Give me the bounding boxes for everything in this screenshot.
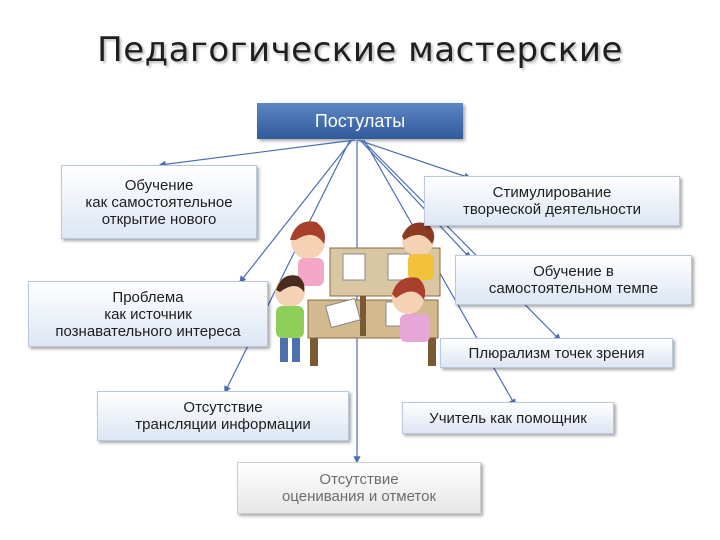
postulate-teacher-helper: Учитель как помощник: [402, 402, 614, 434]
postulate-self-discovery: Обучение как самостоятельное открытие но…: [61, 165, 257, 239]
connector-n6: [224, 139, 351, 394]
postulate-no-information-transmission: Отсутствие трансляции информации: [97, 391, 349, 441]
postulate-own-pace: Обучение в самостоятельном темпе: [455, 255, 692, 305]
children-at-desks-illustration: [275, 221, 441, 366]
postulates-root-box: Постулаты: [257, 103, 463, 139]
postulate-pluralism: Плюрализм точек зрения: [440, 338, 673, 368]
connector-n2: [357, 139, 472, 180]
connector-n3: [359, 139, 471, 260]
postulate-no-grading: Отсутствие оценивания и отметок: [237, 462, 481, 514]
postulate-creative-stimulation: Стимулирование творческой деятельности: [424, 176, 680, 226]
postulate-problem-interest: Проблема как источник познавательного ин…: [28, 281, 268, 347]
connector-n4: [239, 139, 353, 284]
connector-n1: [158, 139, 356, 168]
page-title: Педагогические мастерские: [97, 30, 623, 70]
connector-n5: [361, 139, 562, 342]
